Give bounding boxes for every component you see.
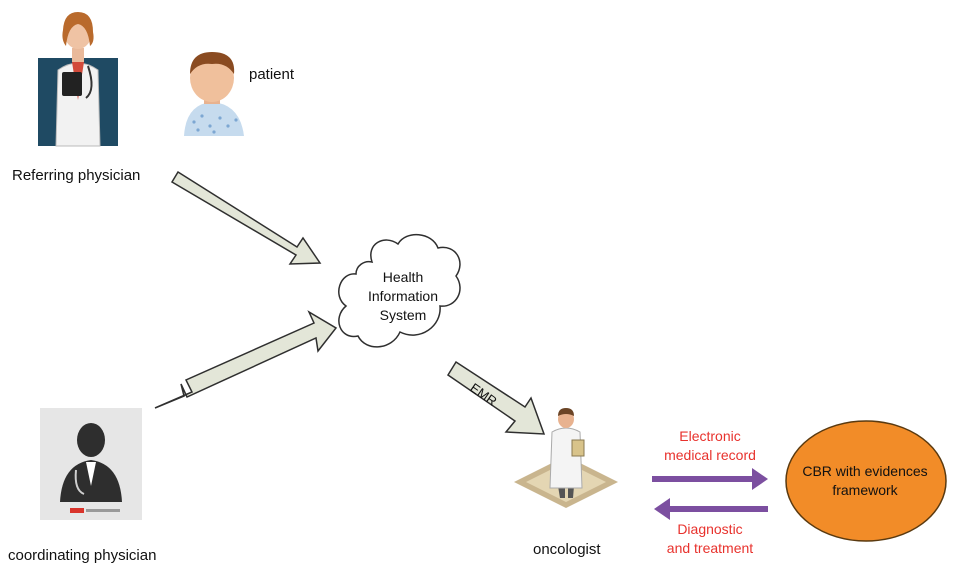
electronic-record-arrow <box>652 468 768 490</box>
patient-label: patient <box>249 66 295 83</box>
female-doctor-icon <box>38 12 118 147</box>
oncologist-icon <box>514 408 618 508</box>
his-coordinating-arrow <box>154 310 338 409</box>
cbr-line-2: framework <box>832 482 898 498</box>
electronic-record-label: Electronic medical record <box>650 427 770 465</box>
cbr-framework-label: CBR with evidences framework <box>795 462 935 500</box>
coordinating-physician-label: coordinating physician <box>8 547 157 564</box>
referring-physician-label: Referring physician <box>12 167 141 184</box>
cloud-line-1: Health <box>382 269 424 285</box>
cloud-line-3: System <box>379 307 427 323</box>
electronic-label-line-1: Electronic <box>679 428 741 444</box>
diagnostic-treatment-label: Diagnostic and treatment <box>650 520 770 558</box>
diagnostic-label-line-2: and treatment <box>666 540 754 556</box>
referring-to-his-arrow <box>170 170 322 265</box>
doctor-silhouette-icon <box>40 408 142 520</box>
oncologist-label: oncologist <box>533 541 601 558</box>
cloud-line-2: Information <box>367 288 439 304</box>
cbr-line-1: CBR with evidences <box>802 463 928 479</box>
diagnostic-treatment-arrow <box>654 498 768 520</box>
health-information-system-label: Health Information System <box>353 268 453 325</box>
cloud-icon <box>338 234 461 348</box>
electronic-label-line-2: medical record <box>664 447 756 463</box>
emr-arrow <box>446 360 546 435</box>
patient-icon <box>184 52 244 136</box>
diagnostic-label-line-1: Diagnostic <box>677 521 743 537</box>
cbr-framework-node <box>785 420 947 542</box>
